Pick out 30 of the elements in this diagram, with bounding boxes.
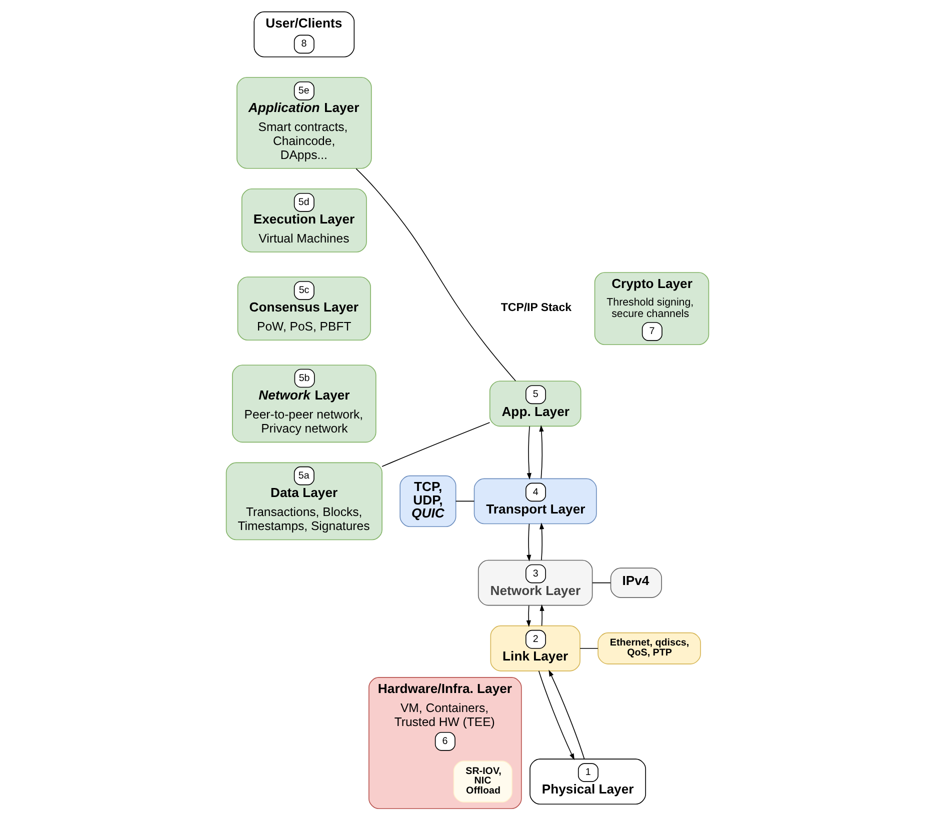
arrow (526, 523, 532, 562)
arrow (540, 604, 544, 626)
node-box: 1 Physical Layer (530, 758, 646, 805)
node-box: TCP, UDP, QUIC (400, 475, 456, 528)
arrow (526, 426, 532, 480)
label: TCP/IP Stack (500, 302, 572, 314)
node-box: User/Clients 8 (254, 11, 355, 58)
arrow (539, 425, 544, 479)
node-box: 5 App. Layer (489, 380, 582, 427)
arrow (526, 605, 531, 627)
node-box: 5b Network Layer Peer-to-peer network, Privacy network (232, 364, 376, 443)
node-box: 5a Data Layer Transactions, Blocks, Timestamps, Signatures (226, 462, 382, 540)
node-box: 5c Consensus Layer PoW, PoS, PBFT (237, 276, 371, 341)
connector (592, 582, 611, 584)
node-box: 3 Network Layer (478, 560, 593, 606)
node-box: IPv4 (610, 568, 662, 598)
arrow (538, 670, 574, 760)
node-box: SR-IOV, NIC Offload (453, 760, 512, 802)
node-box: 4 Transport Layer (474, 478, 597, 524)
node-box: 5e Application Layer Smart contracts, Chaincode, DApps... (236, 76, 372, 169)
connector (580, 648, 598, 649)
connector (382, 422, 490, 467)
node-box: Ethernet, qdiscs, QoS, PTP (598, 632, 701, 664)
node-box: 5d Execution Layer Virtual Machines (241, 188, 367, 252)
arrow (540, 522, 544, 561)
connector (356, 168, 516, 382)
connector (455, 500, 475, 502)
node-box: 2 Link Layer (490, 625, 580, 672)
node-box: Crypto Layer Threshold signing, secure channels 7 (594, 272, 710, 346)
arrow (548, 670, 585, 760)
